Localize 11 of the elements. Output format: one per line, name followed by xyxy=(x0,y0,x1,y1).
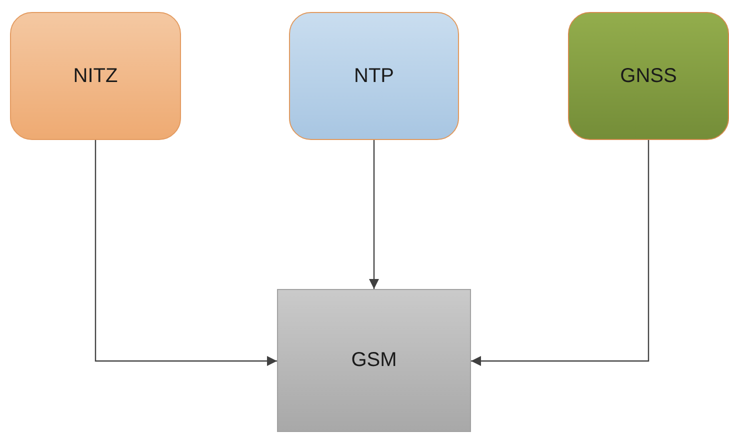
arrow xyxy=(94,140,277,366)
rounded-box xyxy=(10,12,181,140)
arrow xyxy=(369,140,379,289)
node-label: GNSS xyxy=(620,64,677,88)
node-label: NTP xyxy=(354,64,394,88)
arrow xyxy=(471,140,650,366)
node-label: GSM xyxy=(351,349,397,372)
process-box xyxy=(277,289,471,432)
rounded-box xyxy=(289,12,459,140)
node-label: NITZ xyxy=(73,64,118,88)
rounded-box xyxy=(568,12,729,140)
